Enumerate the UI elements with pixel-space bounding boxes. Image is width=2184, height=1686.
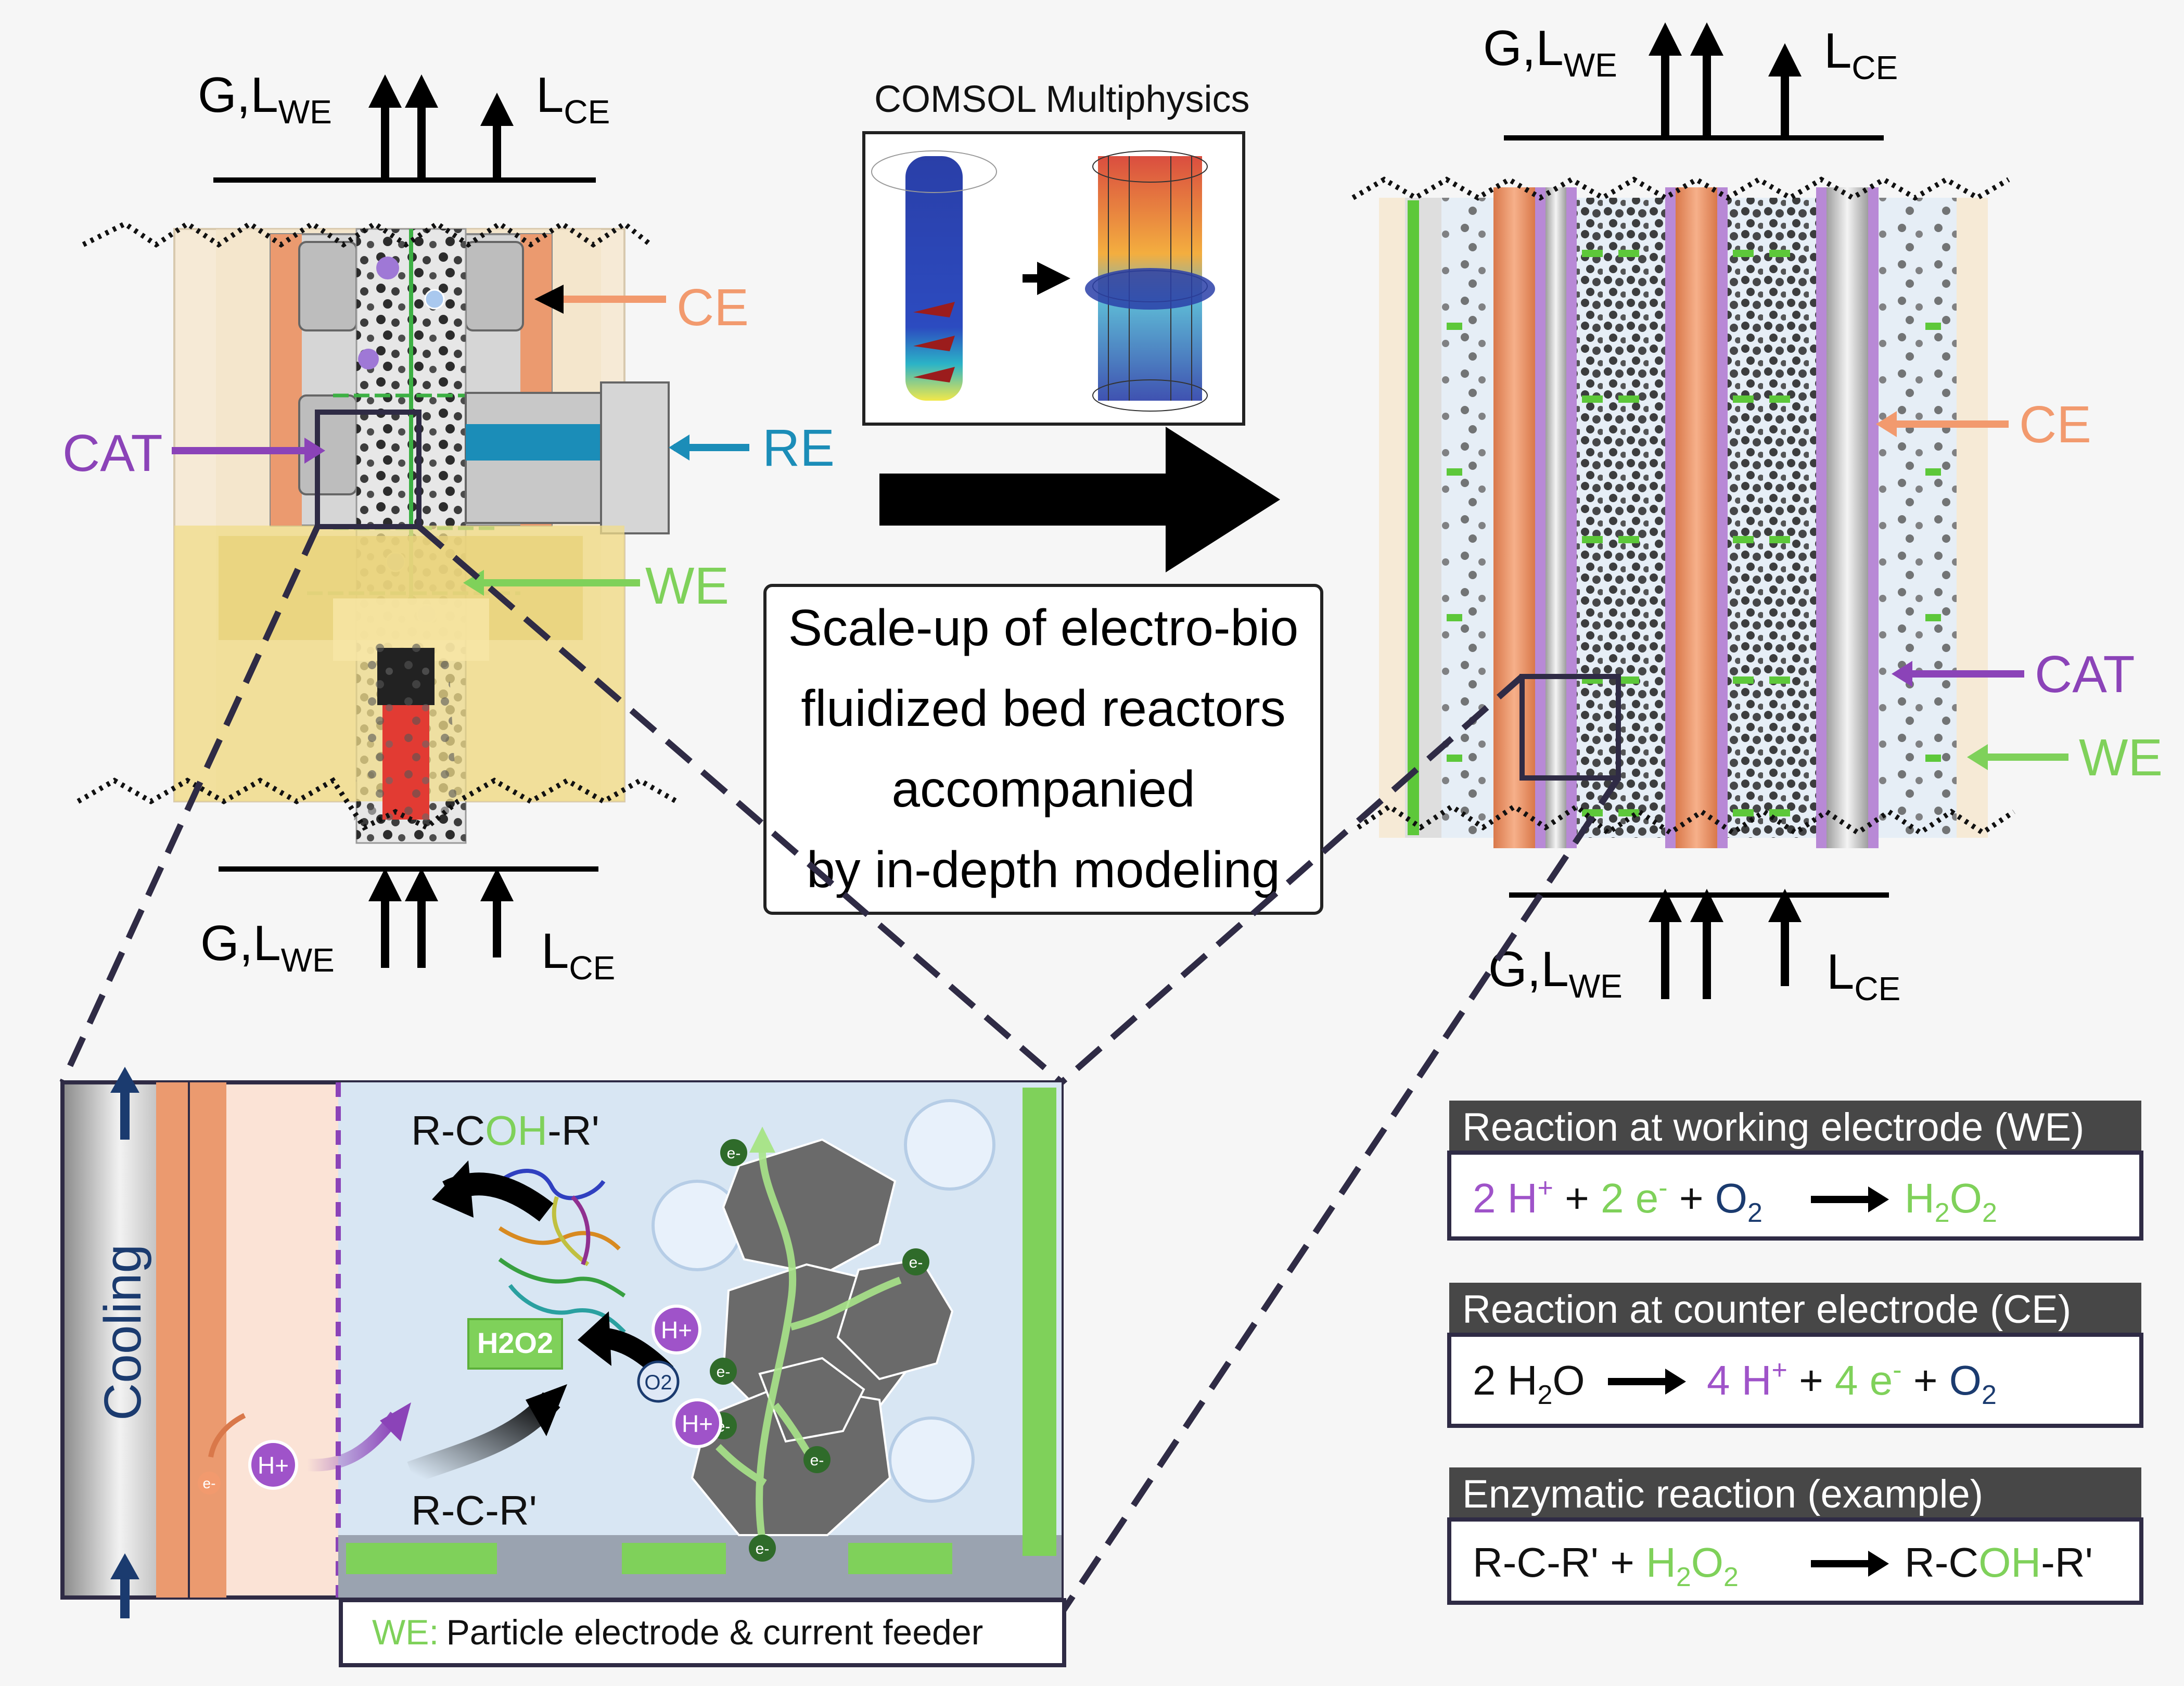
scaleup-line-3: accompanied xyxy=(892,760,1195,818)
svg-text:e-: e- xyxy=(727,1145,741,1162)
comsol-title: COMSOL Multiphysics xyxy=(874,79,1249,120)
flow-label-g-we-right-top: G,LWE xyxy=(1483,20,1617,84)
svg-text:e-: e- xyxy=(810,1452,824,1469)
cat-label-right: CAT xyxy=(2035,645,2135,704)
svg-text:H+: H+ xyxy=(661,1317,692,1344)
reaction-enzymatic-title: Enzymatic reaction (example) xyxy=(1462,1472,1983,1516)
substrate-label: R-C-R' xyxy=(411,1487,537,1534)
we-caption: WE:Particle electrode & current feeder xyxy=(372,1613,983,1652)
proton-marker xyxy=(652,1305,701,1355)
svg-text:H+: H+ xyxy=(258,1452,289,1479)
flow-label-g-we-right-bottom: G,LWE xyxy=(1488,941,1623,1005)
svg-text:e-: e- xyxy=(909,1254,923,1271)
svg-text:H+: H+ xyxy=(682,1410,713,1437)
flow-label-g-we-bottom: G,LWE xyxy=(200,915,335,979)
flow-label-l-ce-right-top: LCE xyxy=(1824,23,1898,86)
svg-text:4 H+ + 4 e- + O2: 4 H+ + 4 e- + O2 xyxy=(1707,1355,1997,1410)
reaction-detail-panel: Cooling e- e- xyxy=(60,1067,1066,1667)
we-label-left: WE xyxy=(645,557,729,615)
bottom-break-line xyxy=(76,777,678,831)
electron-markers: e- e- e- e- e- e- xyxy=(710,1139,929,1562)
scale-up-caption: Scale-up of electro-bio fluidized bed re… xyxy=(763,584,1323,915)
cooling-label: Cooling xyxy=(94,1244,152,1421)
svg-text:e-: e- xyxy=(203,1475,216,1491)
h2o2-badge-text: H2O2 xyxy=(477,1326,553,1359)
current-feeder xyxy=(1023,1088,1056,1556)
ce-band-left xyxy=(271,234,302,526)
svg-text:e-: e- xyxy=(717,1363,731,1381)
re-label: RE xyxy=(762,419,835,477)
svg-text:O2: O2 xyxy=(644,1371,672,1394)
product-label: R-COH-R' xyxy=(411,1107,599,1154)
lab-reactor: G,LWE LCE xyxy=(62,67,835,987)
reaction-we-equation: 2 H+ + 2 e- + O2 xyxy=(1473,1173,1762,1228)
scale-up-arrow xyxy=(879,427,1280,572)
reaction-ce-title: Reaction at counter electrode (CE) xyxy=(1462,1287,2071,1332)
reaction-enzymatic-equation: R-C-R' + H2O2 xyxy=(1473,1539,1739,1592)
flow-label-l-ce-top: LCE xyxy=(536,67,610,131)
oxygen-marker xyxy=(637,1360,680,1403)
scaleup-line-4: by in-depth modeling xyxy=(807,841,1280,898)
reaction-boxes: Reaction at working electrode (WE) 2 H+ … xyxy=(1447,1101,2143,1605)
svg-text:e-: e- xyxy=(756,1540,770,1557)
scaleup-line-2: fluidized bed reactors xyxy=(801,680,1286,737)
flow-label-l-ce-bottom: LCE xyxy=(541,923,615,987)
proton-crossing xyxy=(248,1440,298,1490)
svg-text:R-COH-R': R-COH-R' xyxy=(1905,1539,2093,1586)
reaction-enzymatic: Enzymatic reaction (example) R-C-R' + H2… xyxy=(1447,1467,2143,1605)
reaction-ce: Reaction at counter electrode (CE) 2 H2O… xyxy=(1447,1283,2143,1428)
enzyme xyxy=(493,1169,626,1334)
zoom-connector-lines xyxy=(59,524,1621,1615)
cat-zoom-box-right xyxy=(1519,674,1621,781)
reaction-ce-equation: 2 H2O xyxy=(1473,1357,1585,1410)
reaction-we-product: H2O2 xyxy=(1905,1175,1997,1228)
ce-label-right: CE xyxy=(2019,395,2091,454)
flow-label-l-ce-right-bottom: LCE xyxy=(1827,944,1900,1007)
scaled-reactor: G,LWE LCE xyxy=(1351,20,2163,1007)
reaction-we: Reaction at working electrode (WE) 2 H+ … xyxy=(1447,1101,2143,1241)
h2o2-badge xyxy=(467,1318,563,1370)
proton-marker xyxy=(672,1398,722,1448)
cat-label-left: CAT xyxy=(62,424,163,482)
ce-membrane xyxy=(190,1082,226,1598)
cat-zoom-box xyxy=(315,410,422,529)
flow-label-g-we-top: G,LWE xyxy=(198,67,332,131)
scaleup-line-1: Scale-up of electro-bio xyxy=(788,599,1299,656)
ce-label-left: CE xyxy=(676,278,749,337)
we-label-right: WE xyxy=(2079,729,2163,787)
reaction-we-title: Reaction at working electrode (WE) xyxy=(1462,1105,2084,1149)
comsol-model: COMSOL Multiphysics xyxy=(862,79,1249,426)
